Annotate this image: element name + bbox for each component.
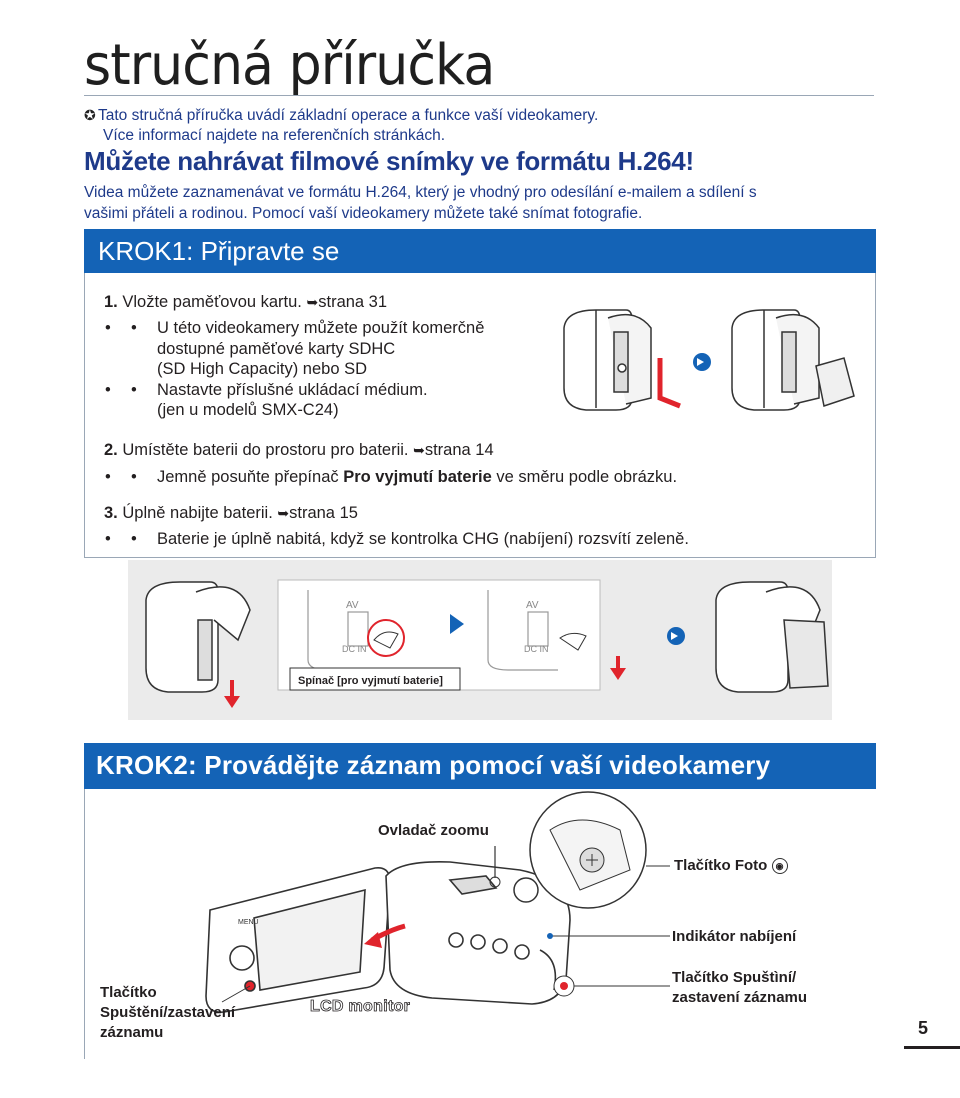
zoom-highlight — [513, 877, 539, 903]
av-port-label: AV — [346, 600, 359, 611]
h264-line-1: Videa můžete zaznamenávat ve formátu H.2… — [84, 184, 757, 201]
h264-heading: Můžete nahrávat filmové snímky ve formát… — [84, 146, 694, 176]
h264-paragraph: Videa můžete zaznamenávat ve formátu H.2… — [84, 182, 884, 224]
camera-card-open-illustration — [563, 309, 652, 411]
step-2-ref: strana 14 — [424, 441, 494, 459]
memory-card-illustration — [563, 309, 855, 411]
step-1-text: Vložte paměťovou kartu. — [122, 293, 302, 311]
intro: ✪Tato stručná příručka uvádí základní op… — [84, 105, 598, 146]
battery-illustration: AV DC IN AV DC IN Spínač [pro vyjmutí ba… — [145, 579, 829, 708]
step-2-number: 2. — [104, 441, 118, 459]
step-1-bullet-1c: (SD High Capacity) nebo SD — [157, 360, 368, 378]
step-1-bullet-2b: (jen u modelů SMX-C24) — [157, 401, 339, 419]
camcorder-diagram: MENU — [205, 791, 670, 1013]
page-ref-icon: ➥ — [277, 505, 290, 521]
step2-header: KROK2: Provádějte záznam pomocí vaší vid… — [84, 743, 876, 789]
caption-box — [289, 667, 461, 691]
release-switch-caption: Spínač [pro vyjmutí baterie] — [298, 675, 443, 687]
dc-in-port-label-2: DC IN — [524, 644, 549, 654]
charging-indicator-label: Indikátor nabíjení — [672, 928, 797, 945]
step-3-bullet: •Baterie je úplně nabitá, když se kontro… — [106, 529, 689, 550]
battery-release-switch-name: Pro vyjmutí baterie — [343, 468, 492, 486]
camera-battery-removed-illustration — [715, 581, 829, 693]
page-number: 5 — [918, 1018, 929, 1038]
camera-card-inserted-illustration — [731, 309, 855, 411]
intro-line-2: Více informací najdete na referenčních s… — [103, 127, 446, 144]
play-arrow-icon — [450, 614, 464, 634]
step-3-number: 3. — [104, 504, 118, 522]
camcorder-body-illustration — [385, 860, 571, 1005]
step-1-bullet-1b: dostupné paměťové karty SDHC — [157, 339, 396, 358]
step-3: 3. Úplně nabijte baterii. ➥strana 15 — [104, 503, 358, 524]
page-ref-icon: ➥ — [413, 442, 425, 458]
h264-line-2: vašimi přáteli a rodinou. Pomocí vaší vi… — [84, 205, 643, 222]
step-1-bullet-2a: Nastavte příslušné ukládací médium. — [157, 380, 428, 399]
photo-button-label: Tlačítko Foto ◉ — [674, 856, 788, 876]
record-button-right-label: Tlačítko Spuštìní/ zastavení záznamu — [672, 969, 808, 1006]
lcd-monitor-label: LCD monitor — [310, 998, 411, 1016]
release-switch-highlight — [367, 619, 405, 657]
step-2-text: Umístěte baterii do prostoru pro baterii… — [122, 441, 409, 459]
insert-arrow-icon — [657, 358, 681, 409]
dc-in-port-label: DC IN — [342, 644, 367, 654]
camera-battery-closed-illustration — [145, 581, 251, 693]
step1-title: KROK1: Připravte se — [98, 236, 340, 266]
step-1-bullets: •U této videokamery můžete použít komerč… — [106, 318, 485, 421]
menu-label: MENU — [238, 919, 259, 926]
step-2-bullet: •Jemně posuňte přepínač Pro vyjmutí bate… — [106, 467, 677, 488]
av-port-label-2: AV — [526, 600, 539, 611]
down-arrow-icon-2 — [610, 668, 626, 680]
step-1-number: 1. — [104, 293, 118, 311]
step1-box — [84, 273, 876, 558]
zoom-lever-label: Ovladač zoomu — [378, 822, 489, 839]
step1-header: KROK1: Připravte se — [84, 229, 876, 273]
page-ref-icon: ➥ — [306, 294, 319, 310]
step-1: 1. Vložte paměťovou kartu. ➥strana 31 — [104, 292, 387, 313]
page-title: stručná příručka — [84, 33, 495, 98]
step-1-bullet-1a: U této videokamery můžete použít komerčn… — [157, 319, 485, 337]
lcd-monitor-illustration — [205, 866, 391, 1013]
step-3-text: Úplně nabijte baterii. — [122, 504, 273, 522]
intro-line-1: Tato stručná příručka uvádí základní ope… — [98, 107, 599, 124]
rotate-arrow-icon — [364, 932, 382, 948]
record-button-left-label: Tlačítko Spuštění/zastavení záznamu — [100, 984, 236, 1041]
step-1-ref: strana 31 — [318, 293, 388, 311]
title-divider — [84, 95, 874, 96]
step2-title: KROK2: Provádějte záznam pomocí vaší vid… — [96, 750, 771, 780]
page-number-rule — [904, 1046, 960, 1049]
step-3-ref: strana 15 — [289, 504, 358, 522]
info-icon: ✪ — [84, 107, 96, 123]
step2-box — [84, 789, 875, 1059]
step-2: 2. Umístěte baterii do prostoru pro bate… — [104, 440, 494, 461]
camera-icon: ◉ — [771, 858, 788, 875]
down-arrow-icon — [224, 696, 240, 708]
